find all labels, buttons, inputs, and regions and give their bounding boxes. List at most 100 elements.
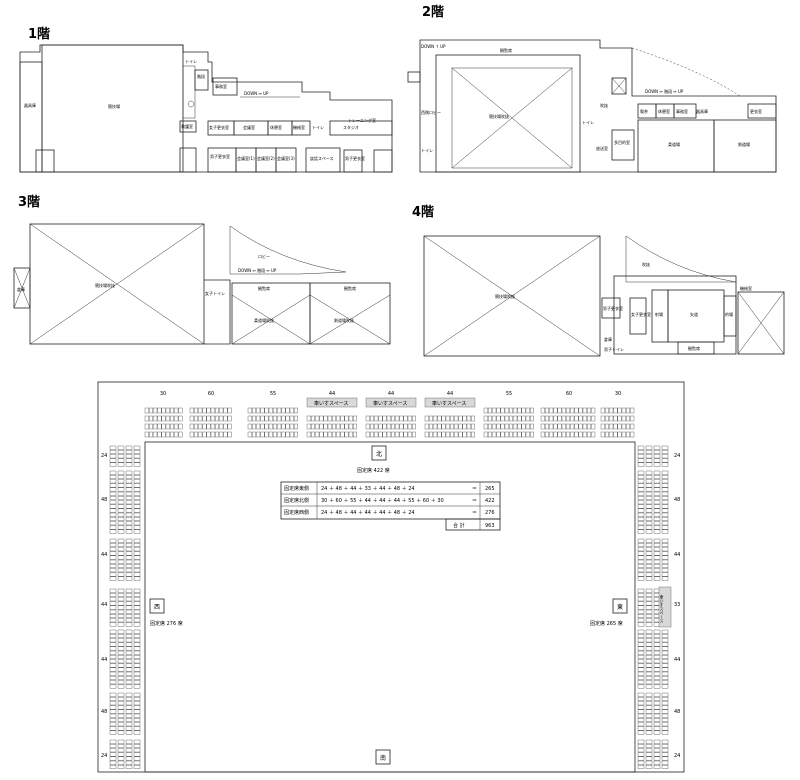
east-seat — [661, 705, 669, 710]
north-seat — [219, 431, 224, 438]
north-seat — [574, 423, 579, 430]
north-seat — [424, 431, 429, 438]
north-seat — [412, 423, 416, 430]
west-seat — [133, 450, 141, 454]
west-seat — [109, 748, 117, 753]
east-seat — [637, 504, 645, 509]
north-seat — [530, 407, 534, 414]
west-seat — [117, 726, 125, 731]
north-seat — [206, 423, 211, 430]
north-col-5: 44 — [388, 391, 394, 397]
north-seat — [344, 415, 349, 422]
storage-label: 器具庫 — [24, 102, 36, 108]
west-seat — [125, 547, 133, 552]
west-seat — [133, 601, 141, 606]
north-seat — [617, 423, 622, 430]
north-seat — [215, 431, 219, 438]
north-seat — [600, 431, 605, 438]
machine-room — [291, 120, 311, 136]
west-seat — [125, 760, 133, 765]
east-seat — [645, 629, 653, 634]
arena-top-label-4f: 競技場吹抜 — [495, 293, 515, 299]
north-seat — [247, 415, 252, 422]
east-seat — [661, 521, 669, 526]
west-seat — [117, 684, 125, 689]
north-seat — [170, 431, 174, 438]
north-direction: 北 — [376, 450, 382, 458]
m-locker2-room — [343, 149, 363, 173]
east-seat — [637, 588, 645, 593]
east-seat — [645, 730, 653, 735]
north-seat — [149, 407, 153, 414]
west-seat — [109, 529, 117, 534]
east-seat — [645, 504, 653, 509]
west-seat — [117, 576, 125, 581]
north-seat — [289, 415, 294, 422]
north-seat — [391, 415, 395, 422]
north-seat — [504, 431, 509, 438]
north-seat — [223, 415, 228, 422]
north-seat — [323, 415, 328, 422]
east-seat — [645, 547, 653, 552]
east-seat — [637, 559, 645, 564]
outer-stair — [407, 71, 421, 83]
north-seat — [553, 415, 558, 422]
storage-room — [19, 61, 43, 173]
east-seat — [637, 646, 645, 651]
east-seat — [637, 722, 645, 727]
north-seat — [617, 431, 622, 438]
seating-plan: 30 60 55 44 44 44 55 60 30 車いすスペース 車いすスペ… — [97, 381, 685, 773]
west-seat — [133, 593, 141, 597]
north-seat — [403, 423, 408, 430]
west-seat — [125, 701, 133, 706]
seat-summary-table: 固定席東側 24 ＋ 48 ＋ 44 ＋ 33 ＋ 44 ＋ 48 ＋ 24 ＝… — [280, 481, 501, 531]
west-seat — [109, 593, 117, 597]
wheelchair-space-1 — [306, 397, 358, 408]
kendo-room — [713, 119, 777, 173]
north-seat — [553, 431, 558, 438]
north-seat — [395, 423, 400, 430]
stair-void-2f — [611, 77, 627, 95]
east-seat — [661, 512, 669, 517]
north-seat — [630, 431, 635, 438]
east-seat — [661, 543, 669, 547]
east-seat — [661, 760, 669, 765]
north-seat — [613, 431, 618, 438]
west-count-6: 48 — [101, 709, 107, 715]
north-seat — [315, 423, 320, 430]
east-seat — [661, 671, 669, 676]
f-locker-4f — [629, 297, 647, 335]
north-seat — [521, 423, 526, 430]
north-seat — [153, 423, 158, 430]
west-seat — [109, 576, 117, 581]
east-seat — [645, 667, 653, 672]
training-label: トレーニング室 — [348, 117, 376, 123]
north-seat — [306, 431, 311, 438]
meeting-label: 会議室 — [243, 124, 255, 130]
east-seat — [653, 521, 661, 526]
west-seat — [125, 680, 133, 685]
west-count-2: 48 — [101, 497, 107, 503]
west-seat — [117, 475, 125, 479]
north-seat — [509, 423, 513, 430]
north-seat — [178, 431, 183, 438]
west-seat — [125, 722, 133, 727]
summary-row1-label: 固定席東側 — [284, 485, 309, 492]
west-seat — [109, 663, 117, 668]
east-seat — [645, 722, 653, 727]
north-seat — [549, 415, 554, 422]
north-seat — [273, 407, 277, 414]
summary-row3-eq: ＝ — [472, 510, 477, 516]
east-seat — [661, 667, 669, 672]
west-seat — [125, 684, 133, 689]
west-seat — [109, 752, 117, 757]
north-seat — [454, 431, 459, 438]
north-seat — [500, 407, 505, 414]
north-seat — [340, 431, 345, 438]
west-seat — [109, 609, 117, 614]
east-seat — [645, 517, 653, 521]
north-seat — [281, 407, 286, 414]
north-seat — [348, 415, 353, 422]
west-seat — [125, 726, 133, 731]
east-seat — [661, 547, 669, 552]
